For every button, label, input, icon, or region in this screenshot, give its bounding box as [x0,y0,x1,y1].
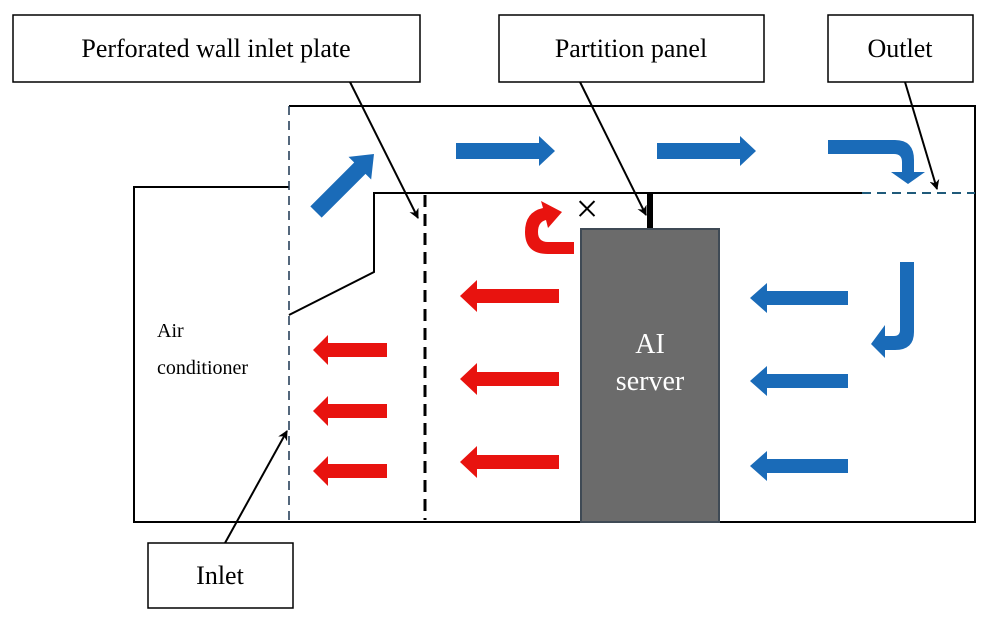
hot-air-arrow-4 [313,335,387,365]
leader-lines [224,81,940,544]
cold-air-arrows [310,136,925,481]
ai-server-label-line2: server [616,366,685,397]
air-conditioner-label-line1: Air [157,320,184,342]
hot-air-recirculation-arrow [525,201,574,254]
hot-air-arrow-3 [460,446,559,478]
cold-air-arrow-diagonal [310,154,374,218]
perforated-plate-leader [349,81,419,219]
perforated-plate-label: Perforated wall inlet plate [81,34,350,63]
air-conditioner-label-line2: conditioner [157,357,248,379]
blocked-mark: × [576,186,599,231]
duct-inner-wall [288,192,862,316]
inlet-label: Inlet [196,561,244,590]
cold-air-arrow-return-2 [750,366,848,396]
hot-air-arrow-5 [313,396,387,426]
hot-air-arrow-6 [313,456,387,486]
outlet-leader [904,81,940,190]
room-structure [133,105,976,523]
cold-air-arrow-return-3 [750,451,848,481]
cold-air-arrow-return-1 [750,283,848,313]
hot-air-arrows [313,201,574,486]
callout-inlet: Inlet [147,542,294,609]
cold-air-arrow-duct-1 [456,136,555,166]
cold-air-arrow-from-outlet [871,262,914,358]
air-conditioner-outline [133,105,976,523]
inlet-leader [224,430,288,544]
ai-server-label-line1: AI [635,329,665,360]
hot-air-arrow-1 [460,280,559,312]
cold-air-arrow-to-outlet [828,140,925,184]
partition-panel-label: Partition panel [555,34,707,63]
ai-server [580,228,720,523]
callout-perforated-plate: Perforated wall inlet plate [12,14,421,83]
outlet-label: Outlet [868,34,934,63]
cold-air-arrow-duct-2 [657,136,756,166]
partition-panel-leader [579,81,647,216]
callout-outlet: Outlet [827,14,974,83]
hot-air-arrow-2 [460,363,559,395]
callout-partition-panel: Partition panel [498,14,765,83]
